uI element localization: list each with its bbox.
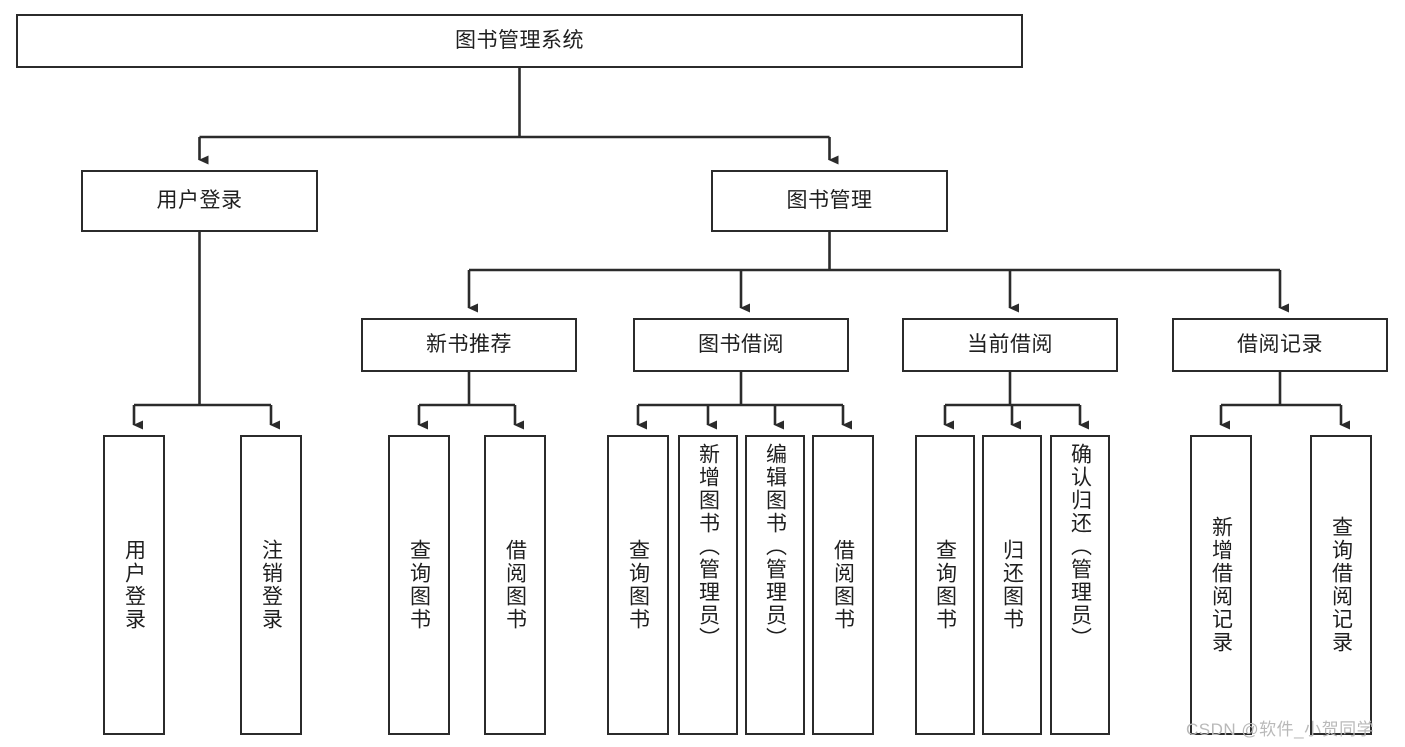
node-label: 查询图书 xyxy=(933,539,957,631)
node-login[interactable]: 用户登录 xyxy=(81,170,318,232)
node-leaf-user-logout[interactable]: 注销登录 xyxy=(240,435,302,735)
tree-connectors xyxy=(132,68,1350,430)
node-leaf-rec-add[interactable]: 新增借阅记录 xyxy=(1190,435,1252,735)
node-label: 新增借阅记录 xyxy=(1209,516,1233,654)
node-label: 图书管理系统 xyxy=(455,29,584,53)
node-label: 用户登录 xyxy=(122,539,146,631)
node-label: 图书管理 xyxy=(786,189,873,213)
node-current[interactable]: 当前借阅 xyxy=(902,318,1118,372)
node-leaf-cur-query[interactable]: 查询图书 xyxy=(915,435,975,735)
node-label: 归还图书 xyxy=(1000,539,1024,631)
node-label: 图书借阅 xyxy=(698,333,784,357)
node-label: 编辑图书（管理员） xyxy=(763,443,787,650)
node-leaf-cur-return[interactable]: 归还图书 xyxy=(982,435,1042,735)
node-leaf-bw-edit[interactable]: 编辑图书（管理员） xyxy=(745,435,805,735)
node-leaf-bw-borrow[interactable]: 借阅图书 xyxy=(812,435,874,735)
node-leaf-nb-query[interactable]: 查询图书 xyxy=(388,435,450,735)
node-leaf-cur-confirm[interactable]: 确认归还（管理员） xyxy=(1050,435,1110,735)
node-label: 当前借阅 xyxy=(967,333,1053,357)
node-leaf-rec-query[interactable]: 查询借阅记录 xyxy=(1310,435,1372,735)
node-label: 用户登录 xyxy=(156,189,243,213)
node-bookmgmt[interactable]: 图书管理 xyxy=(711,170,948,232)
node-leaf-user-login[interactable]: 用户登录 xyxy=(103,435,165,735)
node-label: 新书推荐 xyxy=(426,333,512,357)
node-leaf-bw-query[interactable]: 查询图书 xyxy=(607,435,669,735)
node-label: 注销登录 xyxy=(259,539,283,631)
node-label: 借阅记录 xyxy=(1237,333,1323,357)
node-leaf-nb-borrow[interactable]: 借阅图书 xyxy=(484,435,546,735)
node-label: 确认归还（管理员） xyxy=(1068,443,1092,650)
node-newbook[interactable]: 新书推荐 xyxy=(361,318,577,372)
node-leaf-bw-add[interactable]: 新增图书（管理员） xyxy=(678,435,738,735)
node-label: 新增图书（管理员） xyxy=(696,443,720,650)
node-borrow[interactable]: 图书借阅 xyxy=(633,318,849,372)
node-records[interactable]: 借阅记录 xyxy=(1172,318,1388,372)
node-root[interactable]: 图书管理系统 xyxy=(16,14,1023,68)
node-label: 查询图书 xyxy=(407,539,431,631)
node-label: 查询图书 xyxy=(626,539,650,631)
node-label: 借阅图书 xyxy=(503,539,527,631)
node-label: 查询借阅记录 xyxy=(1329,516,1353,654)
node-label: 借阅图书 xyxy=(831,539,855,631)
